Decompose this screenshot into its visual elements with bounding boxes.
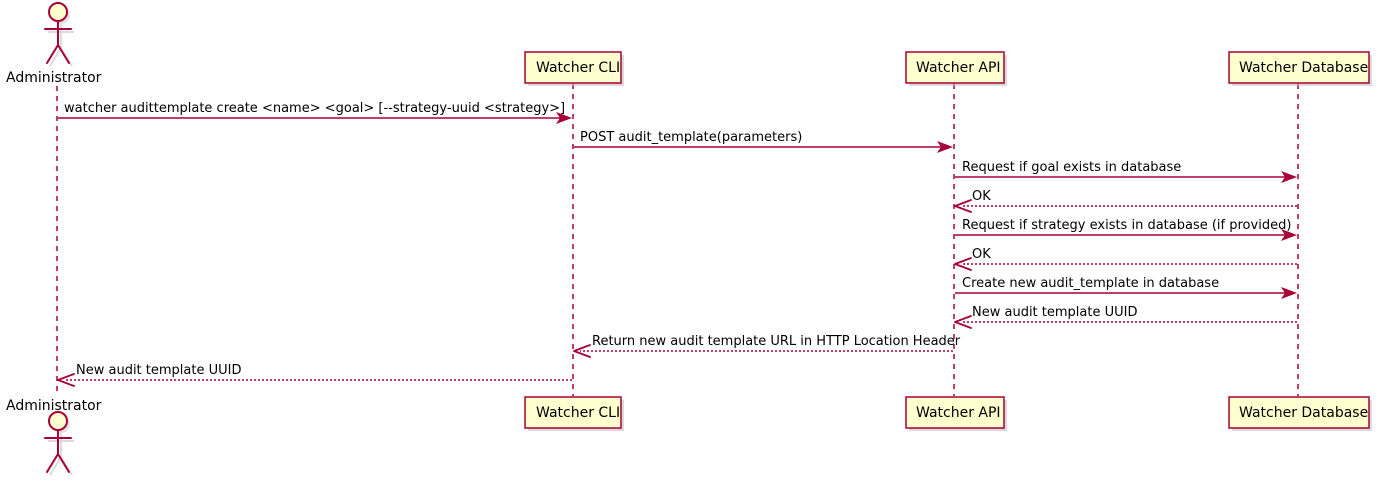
- message-arrowhead-6: [954, 257, 972, 271]
- message-label-2: POST audit_template(parameters): [580, 130, 802, 145]
- message-arrowhead-5: [1281, 229, 1297, 241]
- actor-label-administrator-top: Administrator: [6, 70, 102, 86]
- message-label-5: Request if strategy exists in database (…: [962, 218, 1291, 233]
- message-label-8: New audit template UUID: [972, 305, 1137, 320]
- message-label-1: watcher audittemplate create <name> <goa…: [64, 101, 565, 116]
- actor-leg-right-icon: [57, 44, 70, 64]
- message-label-4: OK: [972, 189, 991, 204]
- actor-administrator-bottom[interactable]: Administrator: [6, 398, 102, 476]
- participant-watcher-api-bottom[interactable]: Watcher API: [905, 396, 1007, 431]
- message-label-3: Request if goal exists in database: [962, 160, 1181, 175]
- participant-watcher-cli-bottom[interactable]: Watcher CLI: [524, 396, 624, 431]
- participant-label-watcher-cli-bottom: Watcher CLI: [536, 405, 620, 421]
- message-arrowhead-1: [556, 112, 572, 124]
- message-arrowhead-10: [57, 373, 75, 387]
- message-1[interactable]: watcher audittemplate create <name> <goa…: [58, 101, 572, 124]
- message-arrowhead-8: [954, 315, 972, 329]
- participant-label-watcher-api-bottom: Watcher API: [916, 405, 1001, 421]
- message-4[interactable]: OK: [954, 189, 1297, 213]
- participant-label-watcher-cli-top: Watcher CLI: [536, 60, 620, 76]
- participant-box-watcher-api-bottom[interactable]: [905, 396, 1005, 429]
- message-arrowhead-2: [937, 141, 953, 153]
- participant-box-watcher-database-bottom[interactable]: [1228, 396, 1370, 429]
- participant-watcher-database-top[interactable]: Watcher Database: [1228, 51, 1372, 86]
- message-label-7: Create new audit_template in database: [962, 276, 1219, 291]
- participant-box-watcher-cli-bottom[interactable]: [524, 396, 622, 429]
- participant-label-watcher-database-bottom: Watcher Database: [1239, 405, 1368, 421]
- message-label-6: OK: [972, 247, 991, 262]
- message-3[interactable]: Request if goal exists in database: [955, 160, 1297, 183]
- actor-leg-left-icon: [46, 453, 59, 473]
- actor-head-icon: [48, 411, 68, 431]
- participant-label-watcher-database-top: Watcher Database: [1239, 60, 1368, 76]
- message-arrowhead-7: [1281, 287, 1297, 299]
- message-5[interactable]: Request if strategy exists in database (…: [955, 218, 1297, 241]
- message-label-10: New audit template UUID: [76, 363, 241, 378]
- message-arrowhead-3: [1281, 171, 1297, 183]
- actor-leg-left-icon: [46, 44, 59, 64]
- participant-box-watcher-api-top[interactable]: [905, 51, 1005, 84]
- message-7[interactable]: Create new audit_template in database: [955, 276, 1297, 299]
- participant-box-watcher-database-top[interactable]: [1228, 51, 1370, 84]
- message-arrowhead-4: [954, 199, 972, 213]
- participant-label-watcher-api-top: Watcher API: [916, 60, 1001, 76]
- lifelines-group: [56, 84, 1299, 396]
- message-9[interactable]: Return new audit template URL in HTTP Lo…: [573, 334, 961, 358]
- participant-box-watcher-cli-top[interactable]: [524, 51, 622, 84]
- message-2[interactable]: POST audit_template(parameters): [574, 130, 953, 153]
- actor-head-icon: [48, 2, 68, 22]
- participant-watcher-api-top[interactable]: Watcher API: [905, 51, 1007, 86]
- participant-watcher-cli-top[interactable]: Watcher CLI: [524, 51, 624, 86]
- actor-label-administrator-bottom: Administrator: [6, 398, 102, 414]
- message-label-9: Return new audit template URL in HTTP Lo…: [592, 334, 961, 349]
- message-arrowhead-9: [573, 344, 591, 358]
- actor-administrator-top[interactable]: Administrator: [6, 2, 102, 86]
- message-8[interactable]: New audit template UUID: [954, 305, 1297, 329]
- message-6[interactable]: OK: [954, 247, 1297, 271]
- actor-leg-right-icon: [57, 453, 70, 473]
- participant-watcher-database-bottom[interactable]: Watcher Database: [1228, 396, 1372, 431]
- message-10[interactable]: New audit template UUID: [57, 363, 572, 387]
